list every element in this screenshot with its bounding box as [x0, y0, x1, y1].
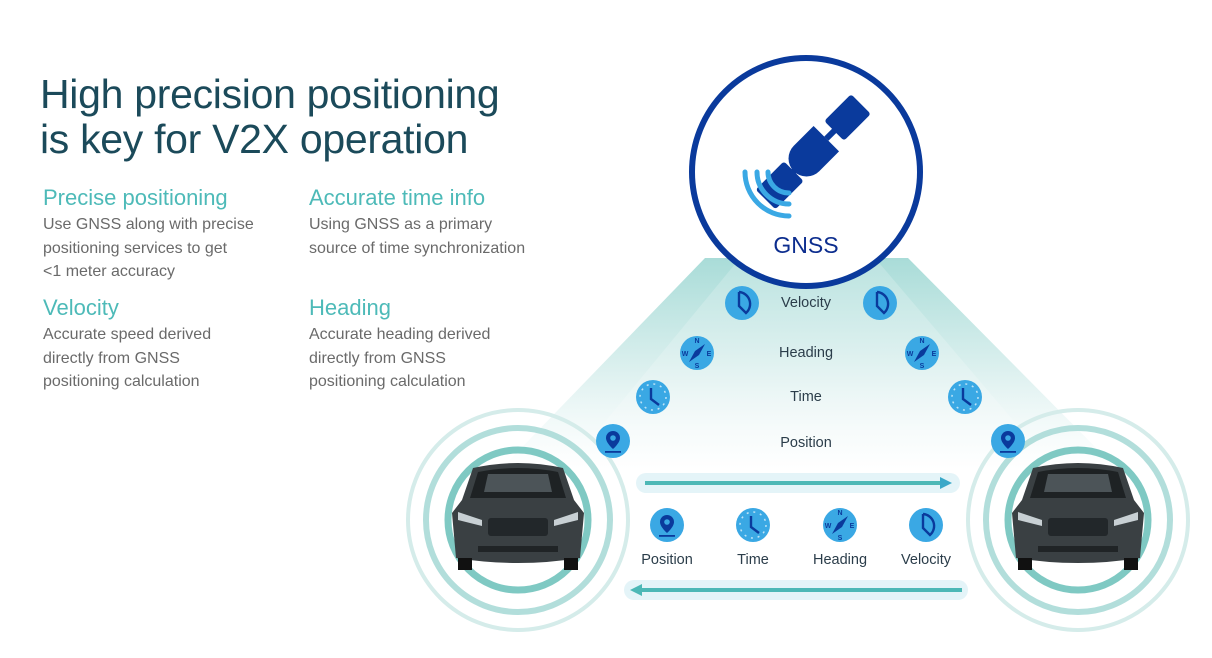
clock-icon [734, 506, 772, 544]
beam-label-position: Position [780, 435, 832, 451]
feature-accurate-time: Accurate time info Using GNSS as a prima… [309, 185, 579, 260]
feature-heading: Heading [309, 295, 391, 320]
exchange-label-heading: Heading [812, 552, 868, 568]
clock-icon [946, 378, 984, 416]
velocity-icon [861, 284, 899, 322]
beam-label-time: Time [790, 389, 822, 405]
title-line-2: is key for V2X operation [40, 116, 469, 162]
feature-heading: Accurate time info [309, 185, 486, 210]
velocity-icon [723, 284, 761, 322]
clock-icon [634, 378, 672, 416]
right-car-rings [966, 408, 1190, 632]
exchange-label-position: Position [641, 552, 693, 568]
exchange-label-velocity: Velocity [901, 552, 951, 568]
compass-icon [905, 336, 939, 370]
left-car [452, 463, 584, 570]
feature-heading: Velocity [43, 295, 119, 320]
beam-label-heading: Heading [778, 345, 834, 361]
location-pin-icon [650, 508, 684, 542]
signal-beam [500, 258, 1118, 470]
compass-icon [823, 508, 857, 542]
exchange-label-time: Time [737, 552, 769, 568]
title-line-1: High precision positioning [40, 71, 500, 117]
feature-precise-positioning: Precise positioning Use GNSS along with … [43, 185, 303, 284]
beam-label-velocity: Velocity [781, 295, 831, 311]
gnss-label: GNSS [773, 232, 839, 258]
location-pin-icon [991, 424, 1025, 458]
arrow-left-icon [630, 584, 962, 596]
gnss-satellite [689, 55, 923, 289]
compass-icon [680, 336, 714, 370]
velocity-icon [907, 506, 945, 544]
location-pin-icon [596, 424, 630, 458]
left-car-rings [406, 408, 630, 632]
feature-heading: Precise positioning [43, 185, 228, 210]
right-car [1012, 463, 1144, 570]
arrow-right-icon [645, 477, 952, 489]
signal-waves-icon [742, 169, 792, 219]
